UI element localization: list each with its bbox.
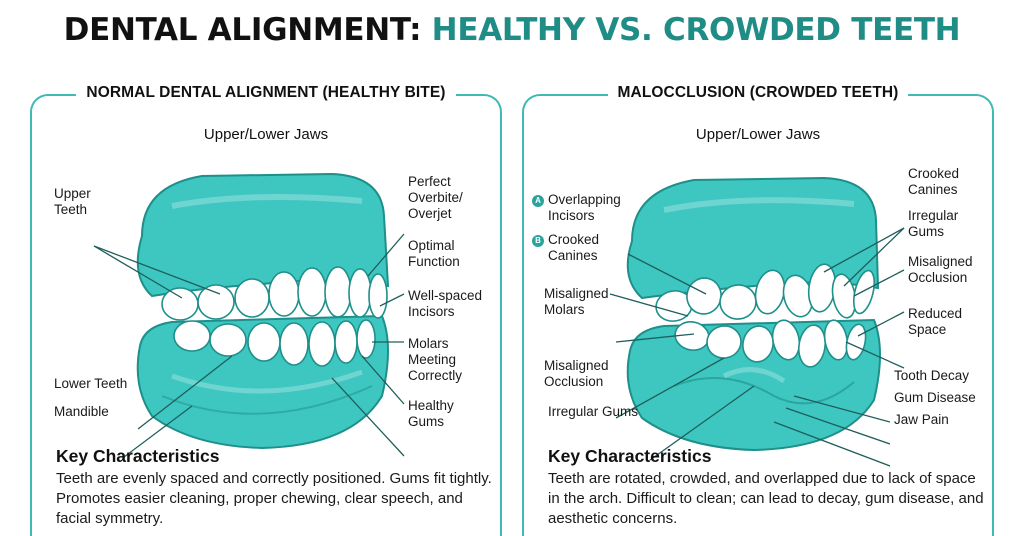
healthy-panel-title: NORMAL DENTAL ALIGNMENT (HEALTHY BITE) — [76, 84, 456, 102]
label-irregular-gums-bottom: Irregular Gums — [548, 404, 639, 419]
crowded-panel: MALOCCLUSION (CROWDED TEETH) Upper/Lower… — [522, 84, 994, 536]
crowded-panel-title: MALOCCLUSION (CROWDED TEETH) — [607, 84, 909, 102]
healthy-key-title: Key Characteristics — [56, 446, 220, 466]
label-lower-teeth: Lower Teeth — [54, 376, 128, 391]
label-jaw-pain: Jaw Pain — [894, 412, 949, 427]
healthy-jaw-illustration — [93, 172, 405, 458]
label-gum-disease: Gum Disease — [894, 390, 976, 405]
lower-teeth-crowded — [674, 319, 867, 368]
upper-teeth — [161, 266, 388, 321]
healthy-jaws-subtitle: Upper/Lower Jaws — [203, 126, 329, 143]
badge-b: B — [532, 235, 544, 247]
label-mandible: Mandible — [54, 404, 109, 419]
crowded-key-text: Teeth are rotated, crowded, and overlapp… — [548, 470, 984, 527]
main-title-part1: DENTAL ALIGNMENT: — [63, 12, 422, 48]
lower-teeth — [173, 319, 376, 367]
healthy-key-text: Teeth are evenly spaced and correctly po… — [56, 470, 492, 527]
healthy-panel: NORMAL DENTAL ALIGNMENT (HEALTHY BITE) U… — [30, 84, 502, 536]
crowded-key-title: Key Characteristics — [548, 446, 712, 466]
badge-a: A — [532, 195, 544, 207]
label-tooth-decay: Tooth Decay — [894, 368, 970, 383]
upper-teeth-crowded — [655, 263, 876, 322]
upper-gum — [136, 172, 390, 298]
crowded-jaws-subtitle: Upper/Lower Jaws — [695, 126, 821, 143]
main-title-part2: HEALTHY VS. CROWDED TEETH — [431, 12, 961, 48]
crowded-jaw-illustration — [609, 176, 905, 467]
main-title: DENTAL ALIGNMENT: HEALTHY VS. CROWDED TE… — [0, 12, 1024, 48]
